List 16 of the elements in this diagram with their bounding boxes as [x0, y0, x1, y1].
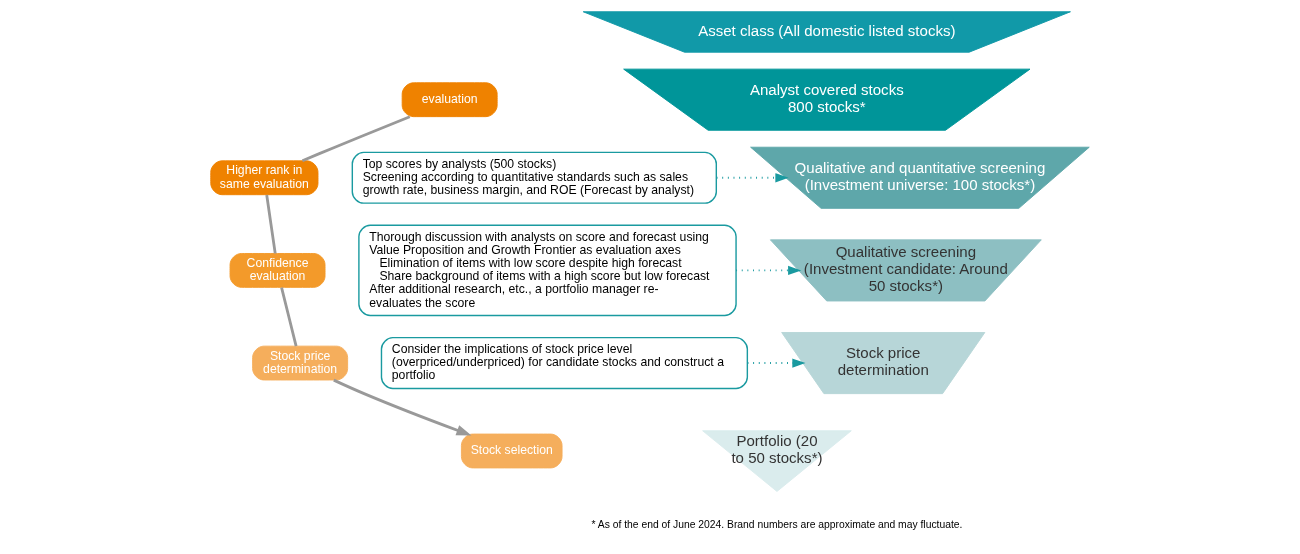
- connector: [301, 115, 411, 163]
- node-box: Top scores by analysts (500 stocks) Screening according to quantitative standards such as sales growth rate, business margin, and ROE (Forecast by analyst): [351, 151, 717, 204]
- connector: [280, 287, 298, 347]
- arrow: [746, 358, 806, 368]
- arrow: [735, 265, 802, 276]
- label: * As of the end of June 2024. Brand numbers are approximate and may fluctuate.: [591, 518, 963, 530]
- connector: [265, 194, 277, 254]
- node-box: Thorough discussion with analysts on score and forecast using Value Proposition and Growth Frontier as evaluation axes Elimination of items with low score despite high forecast Share background of items with a high score but low forecast After additional research, etc., a portfolio manager re-evaluates the score: [358, 224, 737, 317]
- node-box: Higher rank in same evaluation: [210, 160, 319, 196]
- node-box: Consider the implications of stock price level (overpriced/underpriced) for candidate stocks and construct a portfolio: [380, 336, 749, 390]
- arrow: [715, 173, 789, 183]
- node-box: Confidence evaluation: [229, 253, 326, 288]
- node-box: evaluation: [401, 82, 498, 118]
- node-box: Stock selection: [460, 433, 563, 469]
- arrow: [333, 378, 472, 436]
- node-box: Stock price determination: [252, 345, 349, 381]
